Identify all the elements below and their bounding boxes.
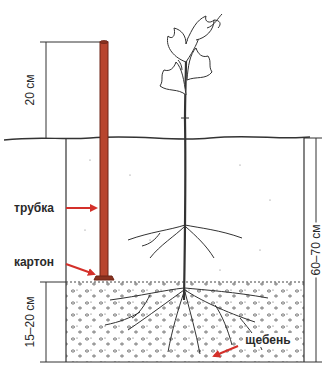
leaves (160, 14, 222, 95)
part-label: трубка (12, 201, 56, 215)
soil-texture (84, 159, 270, 270)
ground-line (4, 137, 310, 140)
gravel-layer (66, 282, 304, 362)
part-label: щебень (243, 333, 292, 347)
upper-roots (128, 225, 242, 258)
dimension-label: 15–20 см (23, 295, 37, 350)
pit-wall (65, 139, 66, 362)
tube (100, 42, 108, 278)
pit-bottom (66, 361, 304, 362)
part-label: картон (12, 255, 56, 269)
callout-arrows (66, 208, 238, 356)
stem (184, 60, 186, 300)
cardboard (94, 276, 114, 280)
pit-wall (303, 138, 304, 362)
dimension-lines (40, 42, 322, 362)
dimension-label: 20 см (23, 73, 37, 108)
dimension-label: 60–70 см (309, 223, 323, 278)
